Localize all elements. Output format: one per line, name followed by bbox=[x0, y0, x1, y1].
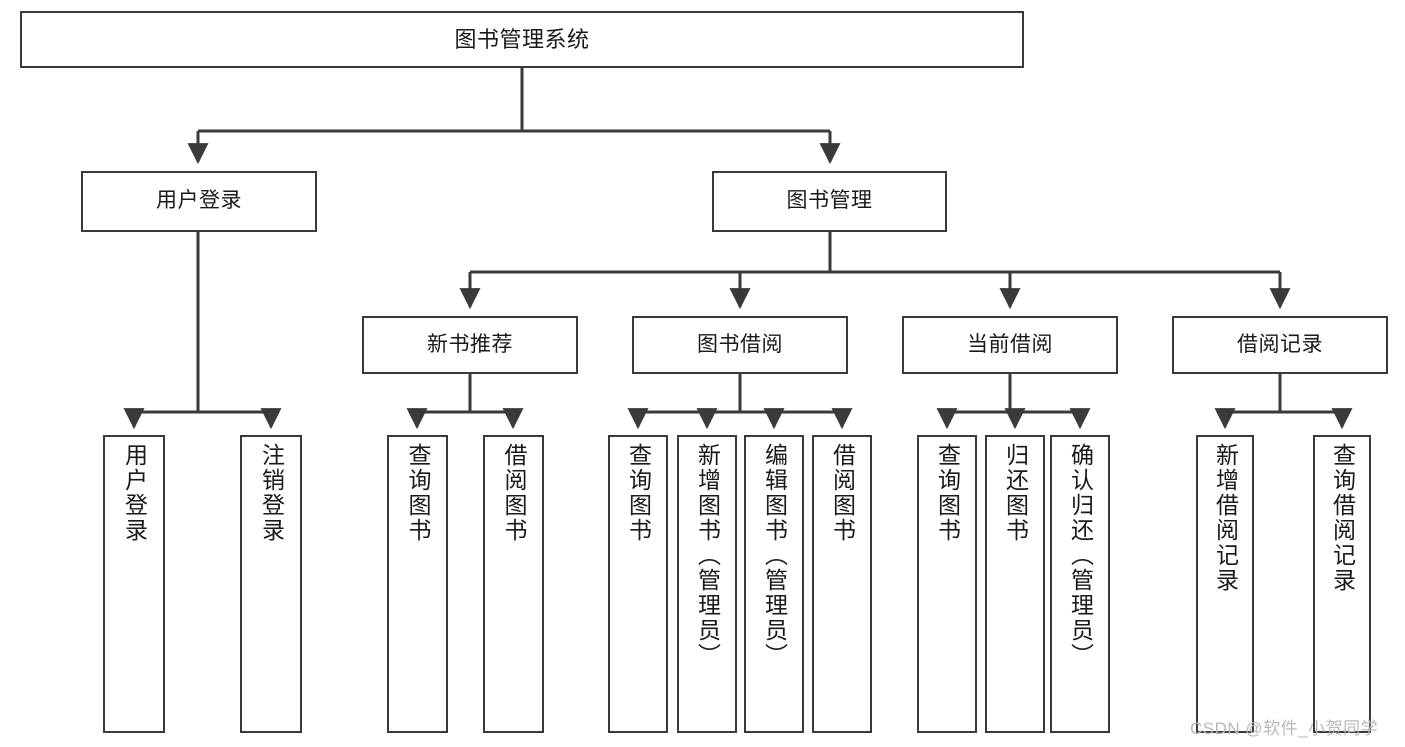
node-leaf-borrow-book-1[interactable]: 借阅图书 bbox=[483, 435, 544, 733]
node-new-book-recommend-label: 新书推荐 bbox=[427, 332, 513, 356]
node-book-manage[interactable]: 图书管理 bbox=[712, 171, 947, 232]
node-leaf-query-book-2-label: 查询图书 bbox=[625, 443, 652, 543]
node-leaf-user-login[interactable]: 用户登录 bbox=[103, 435, 165, 733]
node-leaf-add-book-admin-label: 新增图书（管理员） bbox=[694, 443, 721, 668]
node-root[interactable]: 图书管理系统 bbox=[20, 11, 1024, 68]
node-leaf-query-borrow-record[interactable]: 查询借阅记录 bbox=[1313, 435, 1371, 733]
node-leaf-confirm-return-admin[interactable]: 确认归还（管理员） bbox=[1050, 435, 1110, 733]
node-book-borrow-label: 图书借阅 bbox=[697, 332, 783, 356]
node-leaf-borrow-book-1-label: 借阅图书 bbox=[501, 443, 527, 543]
node-leaf-query-book-1[interactable]: 查询图书 bbox=[387, 435, 448, 733]
node-leaf-borrow-book-2[interactable]: 借阅图书 bbox=[812, 435, 872, 733]
node-current-borrow-label: 当前借阅 bbox=[967, 332, 1053, 356]
node-new-book-recommend[interactable]: 新书推荐 bbox=[362, 316, 578, 374]
node-leaf-edit-book-admin-label: 编辑图书（管理员） bbox=[761, 443, 788, 668]
node-leaf-logout-label: 注销登录 bbox=[258, 443, 285, 543]
edge-new-book-bus bbox=[417, 374, 513, 414]
node-leaf-user-login-label: 用户登录 bbox=[121, 443, 148, 543]
edge-root-bus bbox=[198, 68, 830, 133]
node-book-borrow[interactable]: 图书借阅 bbox=[632, 316, 848, 374]
node-leaf-borrow-book-2-label: 借阅图书 bbox=[829, 443, 856, 543]
edge-user-login-bus bbox=[134, 232, 271, 414]
node-leaf-query-borrow-record-label: 查询借阅记录 bbox=[1329, 443, 1356, 593]
node-leaf-return-book[interactable]: 归还图书 bbox=[985, 435, 1045, 733]
node-leaf-return-book-label: 归还图书 bbox=[1002, 443, 1029, 543]
node-user-login[interactable]: 用户登录 bbox=[81, 171, 317, 232]
node-current-borrow[interactable]: 当前借阅 bbox=[902, 316, 1118, 374]
node-book-manage-label: 图书管理 bbox=[786, 189, 873, 213]
node-root-label: 图书管理系统 bbox=[454, 26, 590, 52]
edge-borrow-record-bus bbox=[1225, 374, 1342, 414]
node-leaf-confirm-return-admin-label: 确认归还（管理员） bbox=[1067, 443, 1094, 668]
edge-current-borrow-bus bbox=[947, 374, 1080, 414]
node-leaf-query-book-2[interactable]: 查询图书 bbox=[608, 435, 668, 733]
node-leaf-edit-book-admin[interactable]: 编辑图书（管理员） bbox=[744, 435, 804, 733]
node-user-login-label: 用户登录 bbox=[156, 189, 242, 213]
node-leaf-logout[interactable]: 注销登录 bbox=[240, 435, 302, 733]
node-borrow-record-label: 借阅记录 bbox=[1237, 332, 1323, 356]
csdn-watermark: CSDN @软件_小贺同学 bbox=[1190, 719, 1379, 738]
node-leaf-add-book-admin[interactable]: 新增图书（管理员） bbox=[677, 435, 737, 733]
node-borrow-record[interactable]: 借阅记录 bbox=[1172, 316, 1388, 374]
node-leaf-query-book-3-label: 查询图书 bbox=[934, 443, 961, 543]
node-leaf-query-book-3[interactable]: 查询图书 bbox=[917, 435, 977, 733]
node-leaf-add-borrow-record-label: 新增借阅记录 bbox=[1212, 443, 1239, 593]
edge-book-borrow-bus bbox=[638, 374, 842, 414]
edge-book-manage-bus bbox=[470, 232, 1280, 274]
node-leaf-add-borrow-record[interactable]: 新增借阅记录 bbox=[1196, 435, 1254, 733]
node-leaf-query-book-1-label: 查询图书 bbox=[405, 443, 431, 543]
